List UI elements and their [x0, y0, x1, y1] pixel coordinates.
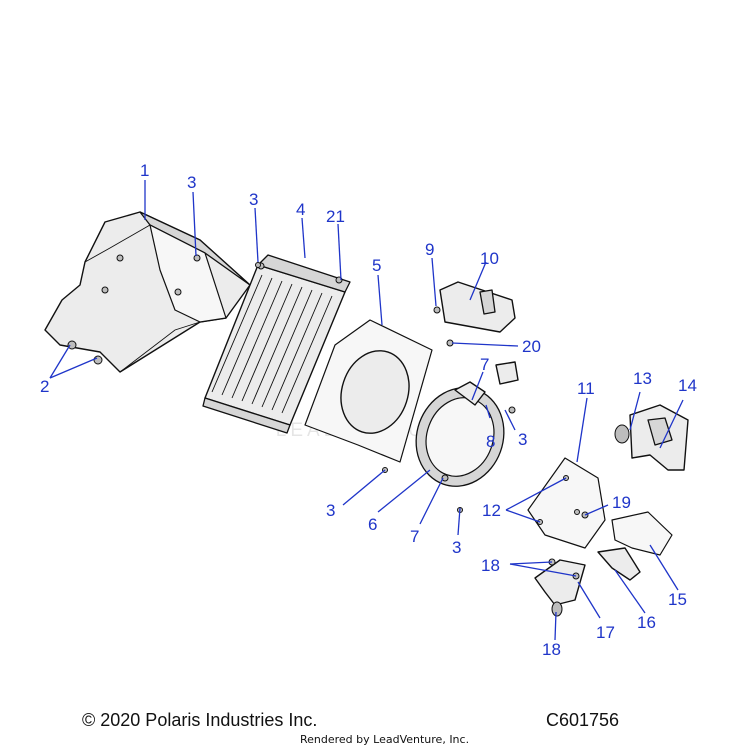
part-shroud — [44, 211, 251, 373]
callout-3c: 3 — [518, 430, 527, 449]
callout-7a: 7 — [480, 355, 489, 374]
part-radiator — [202, 254, 351, 434]
callout-18b: 18 — [542, 640, 561, 659]
part-upper-bracket — [433, 281, 516, 347]
callout-labels: 1 2 3 3 4 21 5 9 10 20 7 8 3 11 13 14 12… — [40, 161, 697, 659]
part-mount-bracket — [614, 404, 689, 471]
callout-13: 13 — [633, 369, 652, 388]
callout-8: 8 — [486, 432, 495, 451]
callout-20: 20 — [522, 337, 541, 356]
part-lower-brackets — [534, 547, 641, 617]
callout-21: 21 — [326, 207, 345, 226]
part-fan-shroud-plate — [304, 319, 433, 463]
callout-15: 15 — [668, 590, 687, 609]
callout-3e: 3 — [452, 538, 461, 557]
callout-6: 6 — [368, 515, 377, 534]
callout-17: 17 — [596, 623, 615, 642]
callout-3d: 3 — [326, 501, 335, 520]
part-plate — [611, 511, 673, 556]
callout-2: 2 — [40, 377, 49, 396]
callout-7b: 7 — [410, 527, 419, 546]
callout-11: 11 — [577, 379, 595, 398]
callout-5: 5 — [372, 256, 381, 275]
callout-1: 1 — [140, 161, 149, 180]
callout-10: 10 — [480, 249, 499, 268]
callout-3b: 3 — [249, 190, 258, 209]
callout-14: 14 — [678, 376, 697, 395]
callout-12: 12 — [482, 501, 501, 520]
callout-19: 19 — [612, 493, 631, 512]
figure-code: C601756 — [546, 710, 620, 730]
copyright-text: © 2020 Polaris Industries Inc. — [82, 710, 318, 730]
part-cover-panel — [527, 457, 606, 549]
part-fan — [415, 361, 519, 487]
callout-18a: 18 — [481, 556, 500, 575]
rendered-by-text: Rendered by LeadVenture, Inc. — [300, 733, 470, 746]
callout-3a: 3 — [187, 173, 196, 192]
callout-4: 4 — [296, 200, 305, 219]
callout-leaders — [49, 180, 684, 641]
callout-9: 9 — [425, 240, 434, 259]
callout-16: 16 — [637, 613, 656, 632]
